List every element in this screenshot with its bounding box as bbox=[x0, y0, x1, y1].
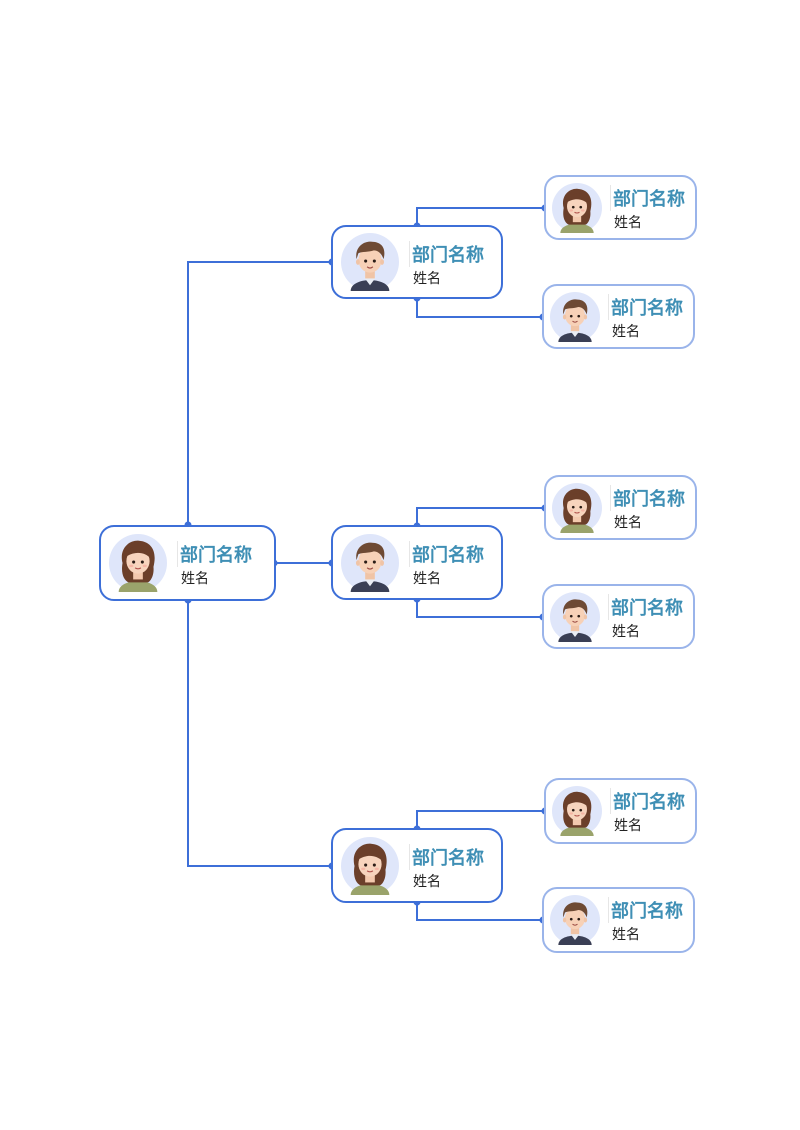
person-name: 姓名 bbox=[413, 874, 441, 890]
person-name: 姓名 bbox=[614, 215, 642, 231]
connector-branch-2-child-1 bbox=[416, 507, 545, 526]
department-name: 部门名称 bbox=[608, 594, 683, 620]
department-name: 部门名称 bbox=[608, 897, 683, 923]
person-name: 姓名 bbox=[612, 927, 640, 943]
person-name: 姓名 bbox=[612, 624, 640, 640]
person-name: 姓名 bbox=[413, 571, 441, 587]
connector-root-branch-3 bbox=[187, 600, 332, 867]
org-node-branch-3-child-2[interactable]: 部门名称 姓名 bbox=[542, 887, 695, 953]
department-name: 部门名称 bbox=[177, 541, 252, 567]
person-name: 姓名 bbox=[413, 271, 441, 287]
female-avatar-icon bbox=[552, 182, 602, 233]
connector-branch-3-child-1 bbox=[416, 810, 545, 829]
male-avatar-icon bbox=[341, 233, 399, 291]
connector-branch-3-child-2 bbox=[416, 902, 543, 921]
department-name: 部门名称 bbox=[610, 788, 685, 814]
org-node-branch-2-child-2[interactable]: 部门名称 姓名 bbox=[542, 584, 695, 649]
department-name: 部门名称 bbox=[409, 241, 484, 267]
male-avatar-icon bbox=[341, 533, 399, 592]
department-name: 部门名称 bbox=[610, 185, 685, 211]
male-avatar-icon bbox=[550, 591, 600, 642]
org-node-branch-3[interactable]: 部门名称 姓名 bbox=[331, 828, 503, 903]
org-node-branch-3-child-1[interactable]: 部门名称 姓名 bbox=[544, 778, 697, 844]
person-name: 姓名 bbox=[612, 324, 640, 340]
person-name: 姓名 bbox=[614, 818, 642, 834]
female-avatar-icon bbox=[109, 534, 167, 592]
male-avatar-icon bbox=[550, 291, 600, 342]
org-node-branch-2-child-1[interactable]: 部门名称 姓名 bbox=[544, 475, 697, 540]
org-node-branch-1-child-2[interactable]: 部门名称 姓名 bbox=[542, 284, 695, 349]
department-name: 部门名称 bbox=[409, 844, 484, 870]
female-avatar-icon bbox=[552, 786, 602, 836]
female-avatar-icon bbox=[552, 482, 602, 533]
org-node-branch-1-child-1[interactable]: 部门名称 姓名 bbox=[544, 175, 697, 240]
connector-branch-2-child-2 bbox=[416, 599, 543, 618]
org-node-branch-1[interactable]: 部门名称 姓名 bbox=[331, 225, 503, 299]
female-avatar-icon bbox=[341, 836, 399, 895]
department-name: 部门名称 bbox=[610, 485, 685, 511]
org-node-root[interactable]: 部门名称 姓名 bbox=[99, 525, 276, 601]
department-name: 部门名称 bbox=[608, 294, 683, 320]
connector-branch-1-child-1 bbox=[416, 207, 545, 226]
connector-branch-1-child-2 bbox=[416, 298, 543, 318]
department-name: 部门名称 bbox=[409, 541, 484, 567]
male-avatar-icon bbox=[550, 895, 600, 945]
org-node-branch-2[interactable]: 部门名称 姓名 bbox=[331, 525, 503, 600]
person-name: 姓名 bbox=[614, 515, 642, 531]
connector-root-branch-1 bbox=[187, 261, 332, 525]
person-name: 姓名 bbox=[181, 571, 209, 587]
